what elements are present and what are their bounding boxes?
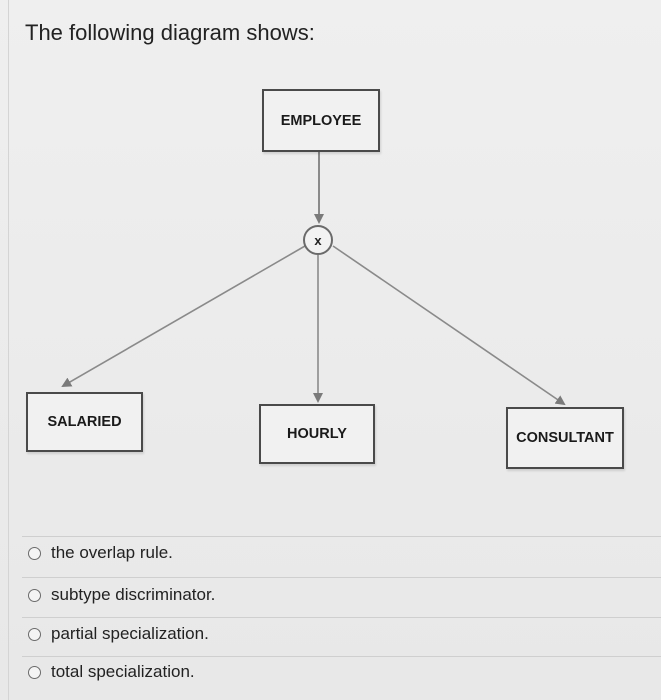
supertype-box-employee: EMPLOYEE <box>262 89 380 152</box>
answer-option-subtype-discriminator[interactable]: subtype discriminator. <box>28 580 215 610</box>
answer-divider <box>22 577 661 578</box>
diagram-connectors <box>61 152 566 406</box>
answer-option-overlap-rule[interactable]: the overlap rule. <box>28 538 173 568</box>
subtype-label-salaried: SALARIED <box>47 414 122 430</box>
answer-option-total-specialization[interactable]: total specialization. <box>28 657 195 687</box>
answer-label: partial specialization. <box>51 624 209 643</box>
radio-button-icon[interactable] <box>28 627 41 641</box>
answer-divider <box>22 536 661 537</box>
discriminator-symbol: x <box>314 232 322 248</box>
connector-discriminator-to-salaried <box>61 245 306 388</box>
answer-label: subtype discriminator. <box>51 585 216 604</box>
radio-button-icon[interactable] <box>28 665 41 679</box>
subtype-box-hourly: HOURLY <box>259 404 375 464</box>
subtype-box-consultant: CONSULTANT <box>506 407 624 469</box>
disjoint-discriminator-circle: x <box>303 225 333 255</box>
answer-divider <box>22 656 661 657</box>
answer-label: total specialization. <box>51 662 195 681</box>
left-divider <box>8 0 9 700</box>
connector-discriminator-to-consultant <box>332 245 566 406</box>
subtype-label-consultant: CONSULTANT <box>516 430 614 446</box>
subtype-label-hourly: HOURLY <box>287 426 347 442</box>
answer-option-partial-specialization[interactable]: partial specialization. <box>28 619 209 649</box>
answer-divider <box>22 617 661 618</box>
supertype-label: EMPLOYEE <box>280 112 362 129</box>
question-text: The following diagram shows: <box>25 20 315 45</box>
specialization-diagram: EMPLOYEE x SALARIED HOURLY CONSULTANT <box>26 89 624 469</box>
answer-label: the overlap rule. <box>51 543 173 562</box>
radio-button-icon[interactable] <box>28 546 41 560</box>
radio-button-icon[interactable] <box>28 588 41 602</box>
subtype-box-salaried: SALARIED <box>26 392 143 452</box>
